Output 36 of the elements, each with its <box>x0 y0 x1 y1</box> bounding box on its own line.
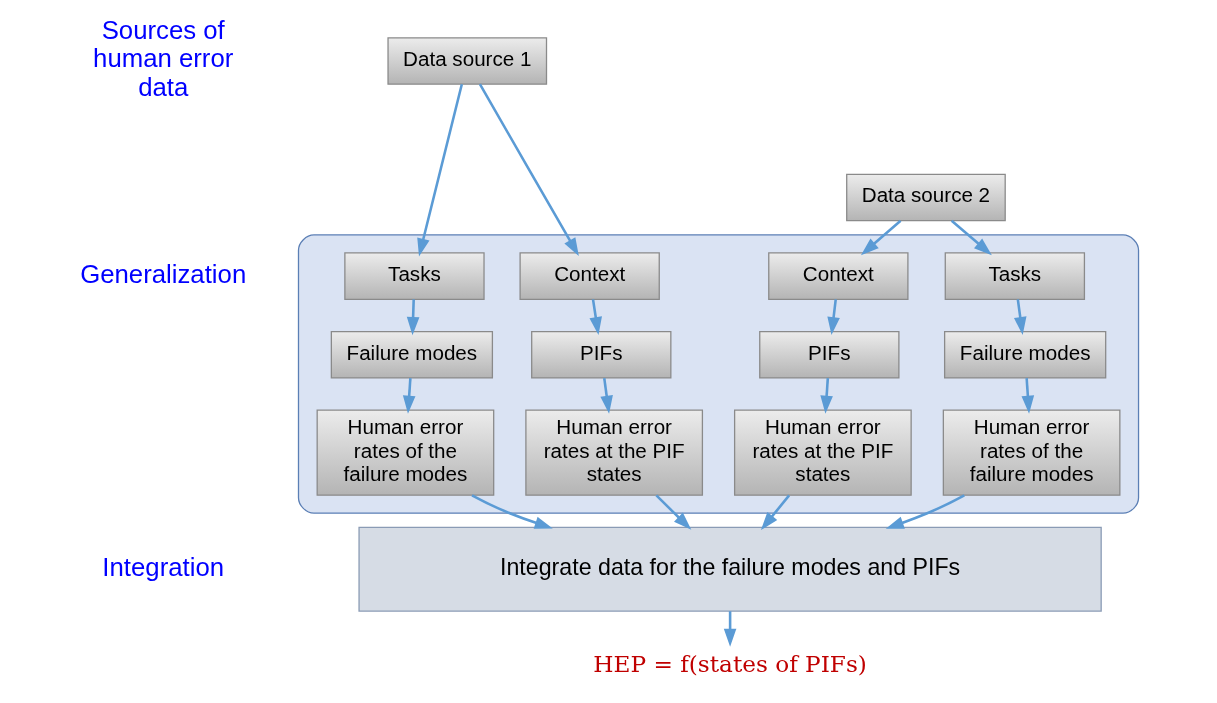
arrow <box>599 377 613 414</box>
node-box: PIFs <box>530 330 671 379</box>
arrow <box>885 494 965 529</box>
arrow <box>826 299 840 336</box>
node-box: Integrate data for the failure modes and PIFs <box>357 526 1102 612</box>
arrow <box>760 494 790 531</box>
arrow <box>402 378 415 414</box>
node-box: Tasks <box>944 252 1085 300</box>
arrow <box>1021 378 1034 414</box>
arrow <box>416 83 463 257</box>
arrow <box>406 299 419 336</box>
node-box: Human error rates at the PIF states <box>733 409 912 496</box>
arrow <box>860 219 901 256</box>
node-box: Context <box>518 252 660 300</box>
arrow <box>950 219 992 256</box>
arrow <box>589 299 602 336</box>
node-box: Failure modes <box>943 330 1106 379</box>
node-box: Data source 1 <box>386 37 547 85</box>
node-box: PIFs <box>758 330 900 379</box>
arrow <box>470 494 553 529</box>
label: Sources of human error data <box>92 16 233 101</box>
arrow <box>654 494 691 530</box>
node-text: HEP = f(states of PIFs) <box>592 650 867 678</box>
node-box: Data source 2 <box>845 173 1006 222</box>
node-box: Human error rates at the PIF states <box>524 409 703 496</box>
node-box: Human error rates of the failure modes <box>942 409 1120 496</box>
arrow <box>723 611 736 647</box>
node-box: Failure modes <box>330 330 493 379</box>
label: Integration <box>101 552 224 581</box>
label: Generalization <box>79 259 246 288</box>
node-box: Context <box>767 252 909 300</box>
arrow <box>819 378 833 414</box>
arrow <box>1013 299 1027 336</box>
node-box: Human error rates of the failure modes <box>316 409 494 496</box>
node-box: Tasks <box>343 252 485 300</box>
arrow <box>478 83 579 257</box>
